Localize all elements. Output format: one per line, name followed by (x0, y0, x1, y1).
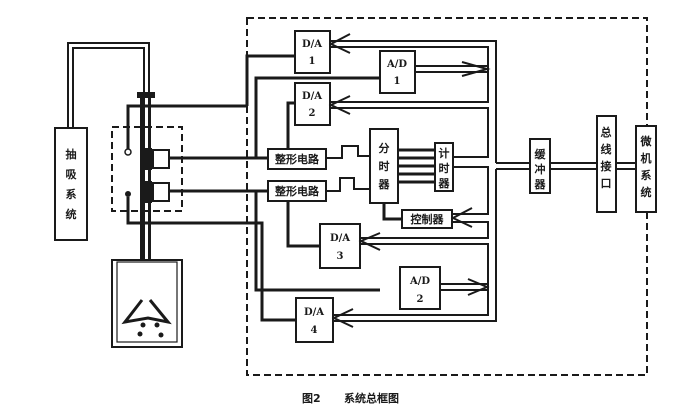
internal-data-bus (330, 40, 497, 322)
pulse-1 (326, 145, 370, 159)
ad1-block: A/D 1 (379, 50, 416, 94)
pulse-2 (326, 177, 370, 192)
da4-number: 4 (311, 325, 318, 336)
bus-interface-label-2: 线 (601, 142, 612, 156)
buffer-block: 缓 冲 器 (529, 138, 551, 194)
computer-label-4: 统 (641, 185, 652, 199)
ad1-number: 1 (394, 76, 401, 87)
electrode-bottom-lead (126, 197, 247, 225)
sensor-1 (152, 149, 170, 169)
da1-number: 1 (309, 56, 316, 67)
da2-output-line (286, 101, 295, 158)
suction-label-2: 吸 (66, 168, 78, 181)
sensor-2 (152, 182, 170, 202)
da4-label: D/A (304, 307, 324, 318)
da1-label: D/A (302, 39, 322, 50)
da3-output-line (286, 191, 320, 248)
sensor-2-core (145, 181, 152, 203)
bus-interface-label-1: 总 (601, 125, 612, 139)
bus-to-buffer (496, 162, 530, 170)
probe-nozzle (121, 299, 172, 325)
timer-label-3: 器 (438, 177, 451, 190)
da1-block: D/A 1 (294, 30, 331, 74)
bubble (158, 332, 164, 338)
divider-label-1: 分 (379, 141, 390, 155)
buffer-label-2: 冲 (535, 162, 546, 176)
ad2-input-line (254, 191, 380, 292)
electrode-top-lead (126, 104, 247, 149)
ad1-input-line (254, 76, 380, 158)
shaping-circuit-1-label: 整形电路 (274, 152, 320, 166)
sensor-1-core (145, 148, 152, 170)
bus-interface-label-3: 接 (601, 159, 612, 173)
ad2-label: A/D (409, 276, 430, 287)
divider-controller-line (382, 203, 402, 221)
bus-interface-label-4: 口 (601, 177, 612, 190)
computer-system-block: 微 机 系 统 (635, 125, 657, 213)
buffer-label-1: 缓 (535, 147, 547, 161)
computer-label-1: 微 (640, 134, 653, 148)
ad2-block: A/D 2 (399, 266, 441, 310)
bus-interface-block: 总 线 接 口 (596, 115, 617, 213)
da2-label: D/A (302, 91, 322, 102)
shaping-circuit-2-label: 整形电路 (274, 184, 320, 198)
bubble (154, 322, 160, 328)
da4-block: D/A 4 (295, 297, 334, 343)
computer-label-3: 系 (641, 168, 652, 182)
probe-cap (137, 92, 155, 98)
figure-title: 系统总框图 (344, 391, 399, 405)
beaker-inner (116, 261, 178, 343)
timer-label-2: 时 (439, 161, 450, 175)
timer-block: 计 时 器 (434, 142, 454, 192)
da2-number: 2 (309, 108, 316, 119)
suction-system-block (54, 127, 88, 241)
sensor-assembly-boundary (111, 126, 183, 212)
controller-label: 控制器 (411, 212, 445, 226)
shaping-circuit-2: 整形电路 (267, 180, 327, 202)
bus-arrowheads (328, 33, 491, 328)
bubble (137, 331, 143, 337)
computer-label-2: 机 (641, 151, 652, 165)
da1-output-line (245, 54, 295, 106)
da2-block: D/A 2 (294, 82, 331, 126)
suction-pipe-outer (67, 42, 150, 130)
divider-label-2: 时 (379, 159, 390, 173)
probe-shaft-left (140, 96, 145, 316)
figure-number: 图2 (302, 392, 321, 405)
buffer-label-3: 器 (534, 178, 547, 191)
suction-label-1: 抽 (66, 147, 77, 161)
timer-label-1: 计 (439, 146, 450, 160)
electrode-top (124, 148, 132, 156)
shaping-circuit-1: 整形电路 (267, 148, 327, 170)
beaker-outer (111, 259, 183, 348)
probe-shaft-right (148, 96, 151, 311)
divider-timer-lines (398, 148, 435, 184)
buffer-to-interface (550, 162, 597, 170)
da3-number: 3 (337, 251, 344, 262)
controller-block: 控制器 (401, 209, 453, 229)
suction-pipe-inner (72, 47, 145, 130)
interface-to-computer (616, 162, 636, 170)
divider-block: 分 时 器 (369, 128, 399, 204)
da3-label: D/A (330, 233, 350, 244)
divider-label-3: 器 (378, 178, 391, 191)
bubble (140, 322, 146, 328)
ad2-number: 2 (417, 294, 424, 305)
suction-label-3: 系 (66, 187, 77, 201)
ad1-label: A/D (386, 59, 407, 70)
da3-block: D/A 3 (319, 223, 361, 269)
suction-label-4: 统 (66, 207, 77, 221)
electrode-bottom (125, 191, 131, 197)
